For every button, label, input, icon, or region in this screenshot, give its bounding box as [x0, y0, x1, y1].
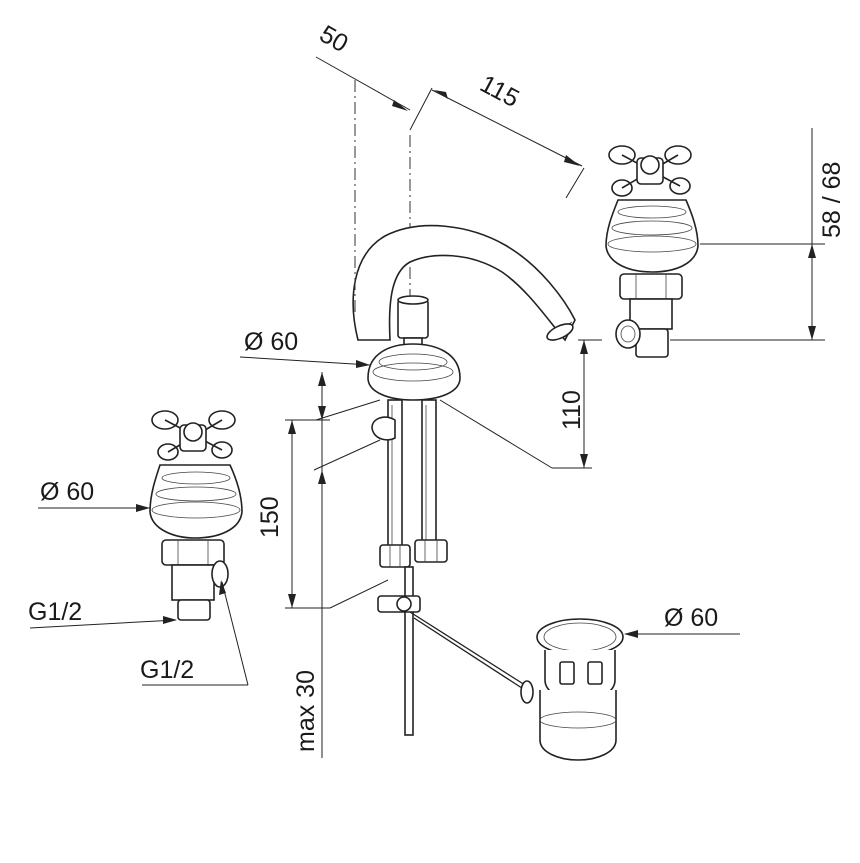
label-spout-offset: 50	[315, 20, 353, 58]
label-left-handle-diameter: Ø 60	[40, 478, 94, 506]
central-spout	[352, 135, 576, 736]
label-base-diameter: Ø 60	[244, 328, 298, 356]
label-spout-height: 110	[558, 390, 586, 430]
left-handle-valve	[149, 410, 243, 621]
label-drain-diameter: Ø 60	[664, 604, 718, 632]
drain-pop-up	[520, 618, 624, 761]
right-handle-valve	[605, 145, 699, 358]
dimension-labels: 50 115 58 / 68 Ø 60 110 Ø 60 150 G1/2 G1…	[28, 20, 846, 752]
label-inlet-thread: G1/2	[28, 598, 82, 626]
dimension-lines	[29, 56, 825, 758]
label-shank-length: 150	[256, 496, 284, 538]
label-handle-height: 58 / 68	[818, 162, 846, 238]
label-spout-reach: 115	[475, 70, 523, 113]
label-outlet-thread: G1/2	[140, 656, 194, 684]
label-deck-thickness: max 30	[292, 670, 320, 752]
